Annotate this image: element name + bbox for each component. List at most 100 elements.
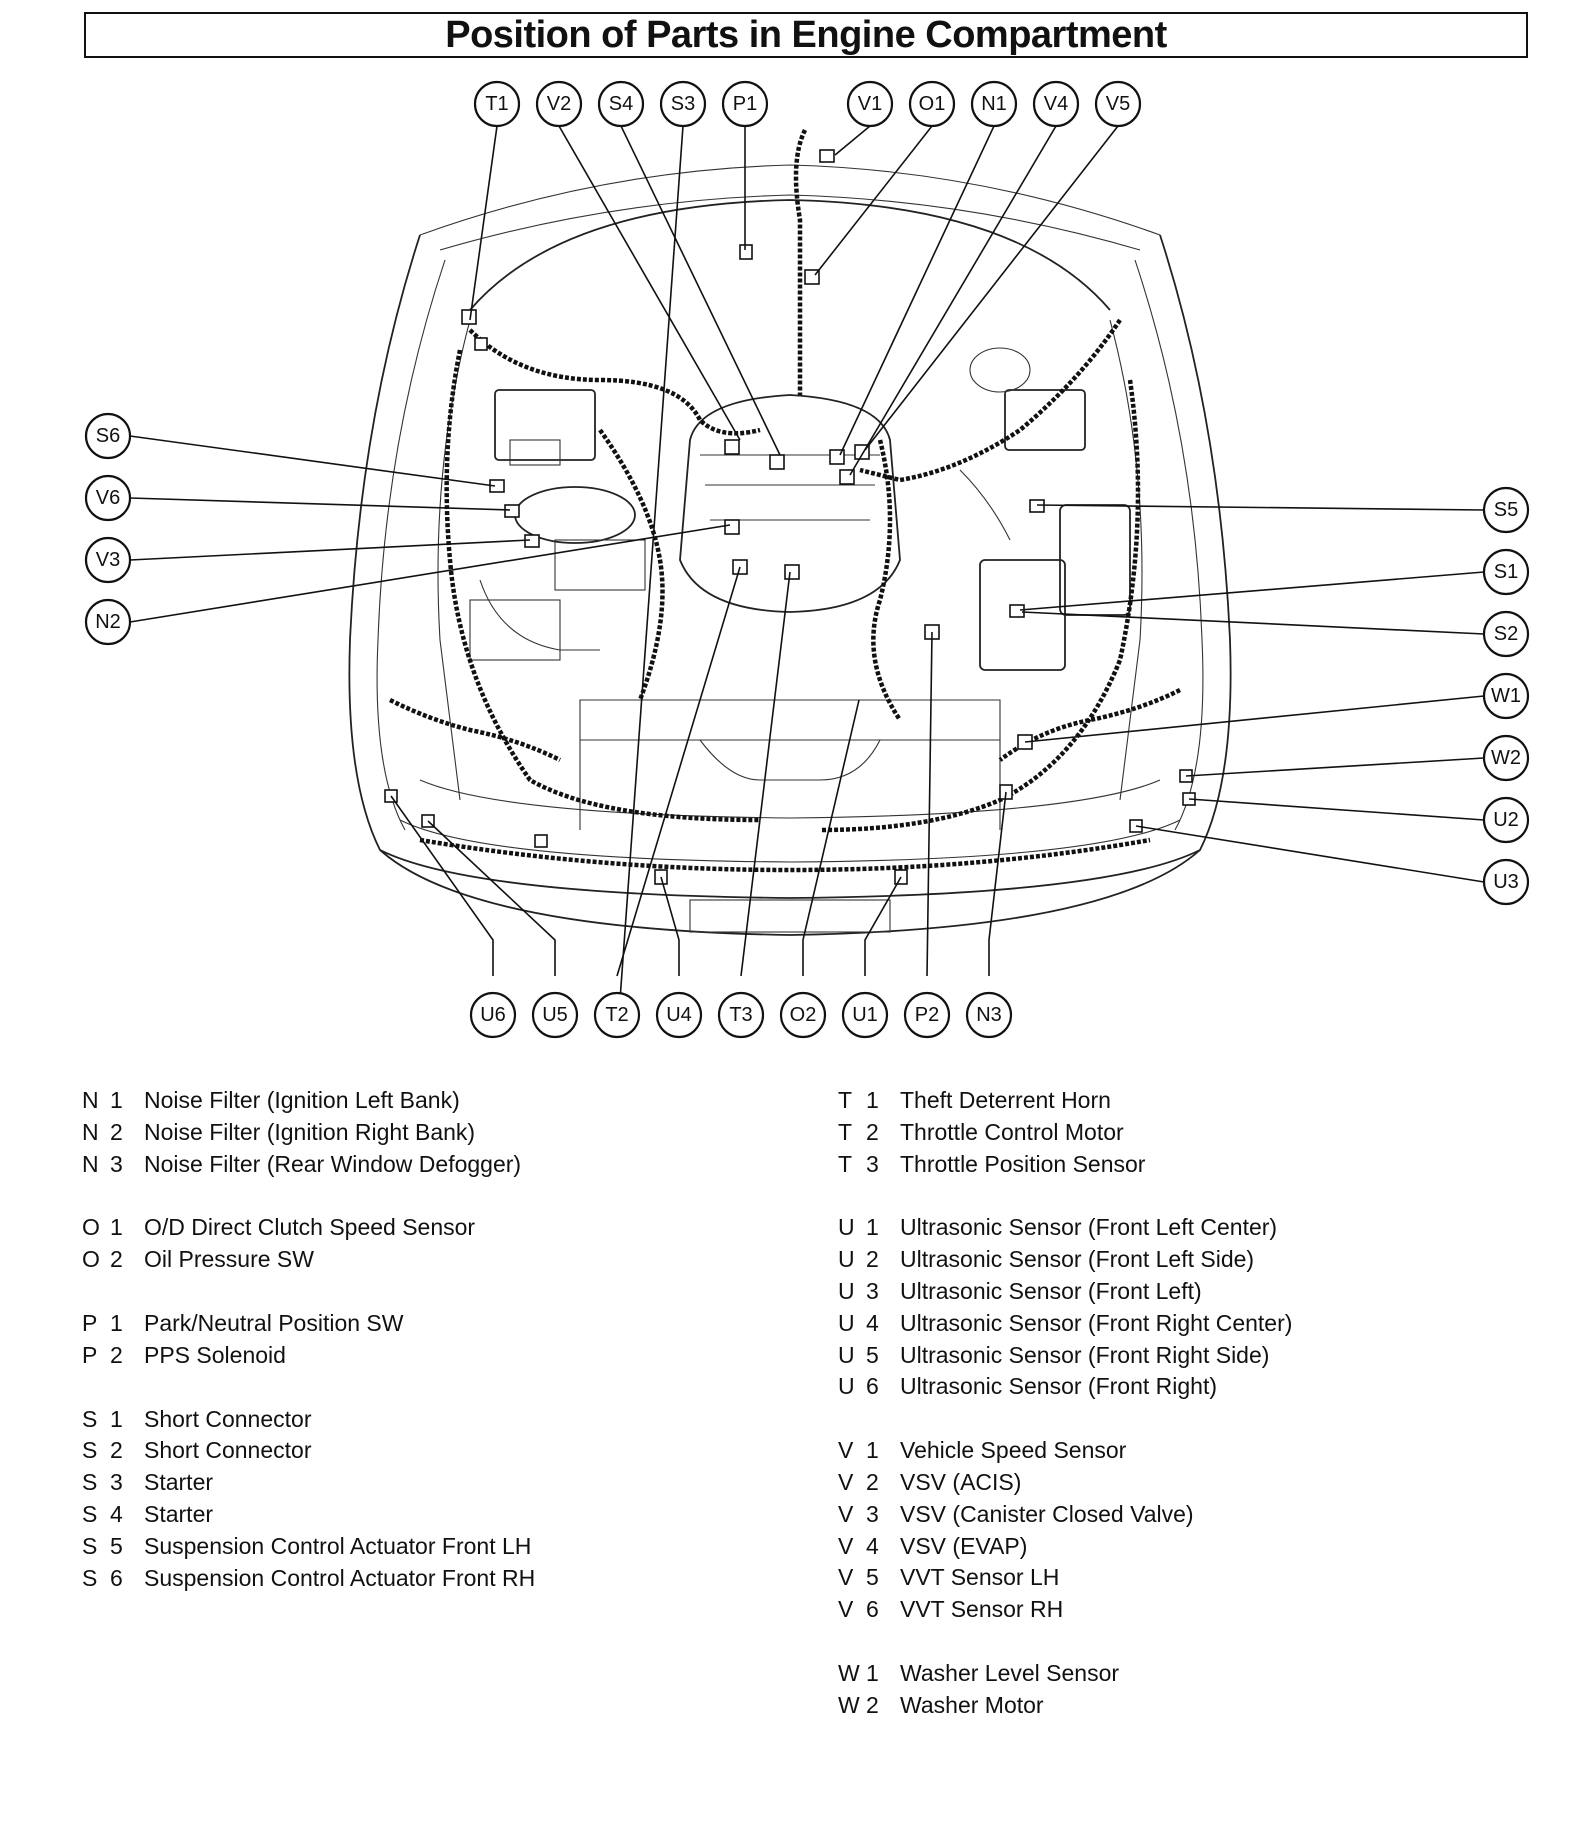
legend-part-name: Short Connector xyxy=(144,1437,312,1464)
legend-part-name: Washer Level Sensor xyxy=(900,1659,1120,1686)
legend-code-number: 4 xyxy=(110,1500,123,1527)
legend-code-number: 4 xyxy=(866,1532,879,1559)
legend-code-number: 6 xyxy=(110,1564,123,1591)
legend-part-name: Suspension Control Actuator Front RH xyxy=(144,1564,536,1591)
legend-part-name: VVT Sensor RH xyxy=(900,1596,1064,1623)
legend-part-name: Vehicle Speed Sensor xyxy=(900,1437,1127,1464)
legend-code-number: 1 xyxy=(110,1214,123,1241)
legend-code-letter: S xyxy=(82,1532,98,1559)
legend-code-number: 1 xyxy=(110,1405,123,1432)
svg-text:W1: W1 xyxy=(1491,685,1521,707)
callout-N2: N2 xyxy=(84,598,132,646)
legend-code-letter: V xyxy=(838,1532,854,1559)
legend-code-letter: T xyxy=(838,1150,853,1177)
callout-V6: V6 xyxy=(84,474,132,522)
legend-code-number: 1 xyxy=(866,1437,879,1464)
svg-text:P1: P1 xyxy=(733,93,757,115)
callout-W1: W1 xyxy=(1482,672,1530,720)
callout-S4: S4 xyxy=(597,80,645,128)
legend-part-name: Oil Pressure SW xyxy=(144,1246,314,1273)
legend-part-name: Ultrasonic Sensor (Front Right Side) xyxy=(900,1341,1270,1368)
legend-code-letter: U xyxy=(838,1246,855,1273)
legend-part-name: Ultrasonic Sensor (Front Right) xyxy=(900,1373,1217,1400)
svg-text:V5: V5 xyxy=(1106,93,1130,115)
legend-code-letter: U xyxy=(838,1373,855,1400)
legend-code-number: 6 xyxy=(866,1596,879,1623)
legend-code-number: 3 xyxy=(866,1277,879,1304)
legend-code-letter: O xyxy=(82,1246,100,1273)
legend-part-name: Ultrasonic Sensor (Front Left Side) xyxy=(900,1246,1255,1273)
leader-lines xyxy=(129,125,1485,1001)
legend-code-number: 1 xyxy=(110,1087,123,1113)
svg-text:V1: V1 xyxy=(858,93,882,115)
legend-part-name: Ultrasonic Sensor (Front Right Center) xyxy=(900,1309,1293,1336)
legend-code-number: 3 xyxy=(866,1150,879,1177)
svg-text:S5: S5 xyxy=(1494,499,1518,521)
legend-code-letter: T xyxy=(838,1087,853,1113)
svg-text:T3: T3 xyxy=(729,1004,752,1026)
callout-S5: S5 xyxy=(1482,486,1530,534)
callout-O2: O2 xyxy=(779,991,827,1039)
wire-harness xyxy=(388,128,1182,873)
legend-code-letter: O xyxy=(82,1214,100,1241)
callout-U1: U1 xyxy=(841,991,889,1039)
svg-text:N3: N3 xyxy=(976,1004,1002,1026)
legend-code-number: 2 xyxy=(110,1437,123,1464)
legend-code-letter: V xyxy=(838,1500,854,1527)
connector-symbols xyxy=(384,149,1196,885)
legend-code-number: 2 xyxy=(110,1118,123,1145)
legend-part-name: Starter xyxy=(144,1500,214,1527)
page-title: Position of Parts in Engine Compartment xyxy=(445,14,1167,56)
svg-text:U3: U3 xyxy=(1493,871,1519,893)
svg-text:U4: U4 xyxy=(666,1004,692,1026)
callout-T2: T2 xyxy=(593,991,641,1039)
legend-code-letter: U xyxy=(838,1277,855,1304)
legend-code-letter: S xyxy=(82,1469,98,1496)
svg-text:U5: U5 xyxy=(542,1004,568,1026)
callout-circles: T1 V2 S4 S3 P1 V1 O1 N1 V4 V5 S6 V6 V3 N… xyxy=(84,80,1530,1039)
legend-part-name: Ultrasonic Sensor (Front Left) xyxy=(900,1277,1202,1304)
legend-code-number: 2 xyxy=(866,1246,879,1273)
callout-N1: N1 xyxy=(970,80,1018,128)
legend-part-name: Washer Motor xyxy=(900,1691,1044,1718)
legend-part-name: Noise Filter (Ignition Left Bank) xyxy=(144,1087,460,1113)
callout-S6: S6 xyxy=(84,412,132,460)
svg-text:N2: N2 xyxy=(95,611,121,633)
svg-text:T2: T2 xyxy=(605,1004,628,1026)
legend-code-letter: N xyxy=(82,1087,99,1113)
legend-code-letter: S xyxy=(82,1564,98,1591)
callout-U4: U4 xyxy=(655,991,703,1039)
svg-text:V6: V6 xyxy=(96,487,120,509)
legend-part-name: Ultrasonic Sensor (Front Left Center) xyxy=(900,1214,1278,1241)
legend-code-number: 5 xyxy=(110,1532,123,1559)
car-body-outline xyxy=(348,164,1232,936)
legend-part-name: VSV (EVAP) xyxy=(900,1532,1028,1559)
legend-code-number: 1 xyxy=(866,1087,879,1113)
svg-text:T1: T1 xyxy=(485,93,508,115)
legend-code-number: 3 xyxy=(110,1469,123,1496)
callout-P2: P2 xyxy=(903,991,951,1039)
